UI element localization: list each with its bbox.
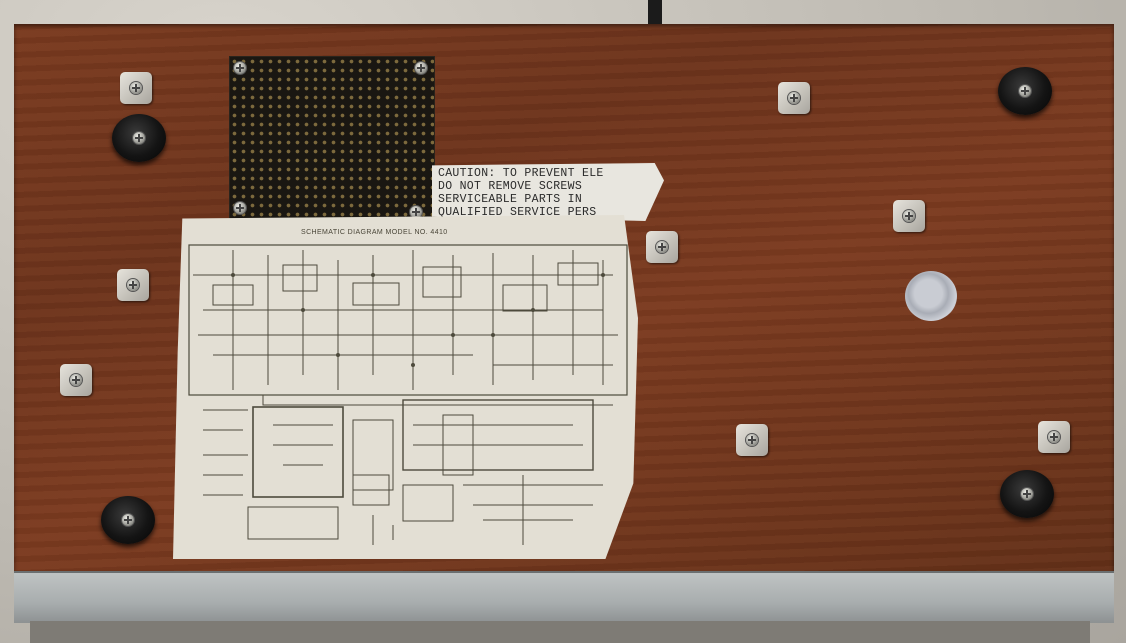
screw-icon	[122, 514, 134, 526]
rubber-foot-icon	[112, 114, 166, 162]
screw-icon	[1048, 431, 1060, 443]
rubber-foot-icon	[998, 67, 1052, 115]
caution-line-2: DO NOT REMOVE SCREWS	[438, 180, 583, 193]
screw-icon	[133, 132, 145, 144]
schematic-drawing	[188, 244, 628, 545]
screw-icon	[903, 210, 915, 222]
trim-underside	[30, 621, 1090, 643]
mounting-clip-icon	[736, 424, 768, 456]
mounting-clip-icon	[60, 364, 92, 396]
mounting-clip-icon	[778, 82, 810, 114]
mounting-clip-icon	[893, 200, 925, 232]
grommet-icon	[905, 271, 957, 321]
mounting-clip-icon	[646, 231, 678, 263]
schematic-title: SCHEMATIC DIAGRAM MODEL No. 4410	[301, 229, 448, 236]
schematic-diagram-sticker: SCHEMATIC DIAGRAM MODEL No. 4410	[173, 215, 638, 559]
screw-icon	[234, 62, 246, 74]
speaker-grille-icon	[229, 56, 435, 221]
screw-icon	[234, 202, 246, 214]
caution-line-3: SERVICEABLE PARTS IN	[438, 193, 583, 206]
screw-icon	[130, 82, 142, 94]
screw-icon	[127, 279, 139, 291]
screw-icon	[656, 241, 668, 253]
screw-icon	[788, 92, 800, 104]
screw-icon	[746, 434, 758, 446]
mounting-clip-icon	[120, 72, 152, 104]
metal-front-trim	[14, 571, 1114, 623]
rubber-foot-icon	[1000, 470, 1054, 518]
screw-icon	[415, 62, 427, 74]
screw-icon	[70, 374, 82, 386]
screw-icon	[1019, 85, 1031, 97]
caution-label: CAUTION: TO PREVENT ELE DO NOT REMOVE SC…	[432, 163, 664, 221]
mounting-clip-icon	[117, 269, 149, 301]
screw-icon	[1021, 488, 1033, 500]
rubber-foot-icon	[101, 496, 155, 544]
screw-icon	[410, 206, 422, 218]
mounting-clip-icon	[1038, 421, 1070, 453]
caution-line-1: CAUTION: TO PREVENT ELE	[438, 167, 604, 180]
